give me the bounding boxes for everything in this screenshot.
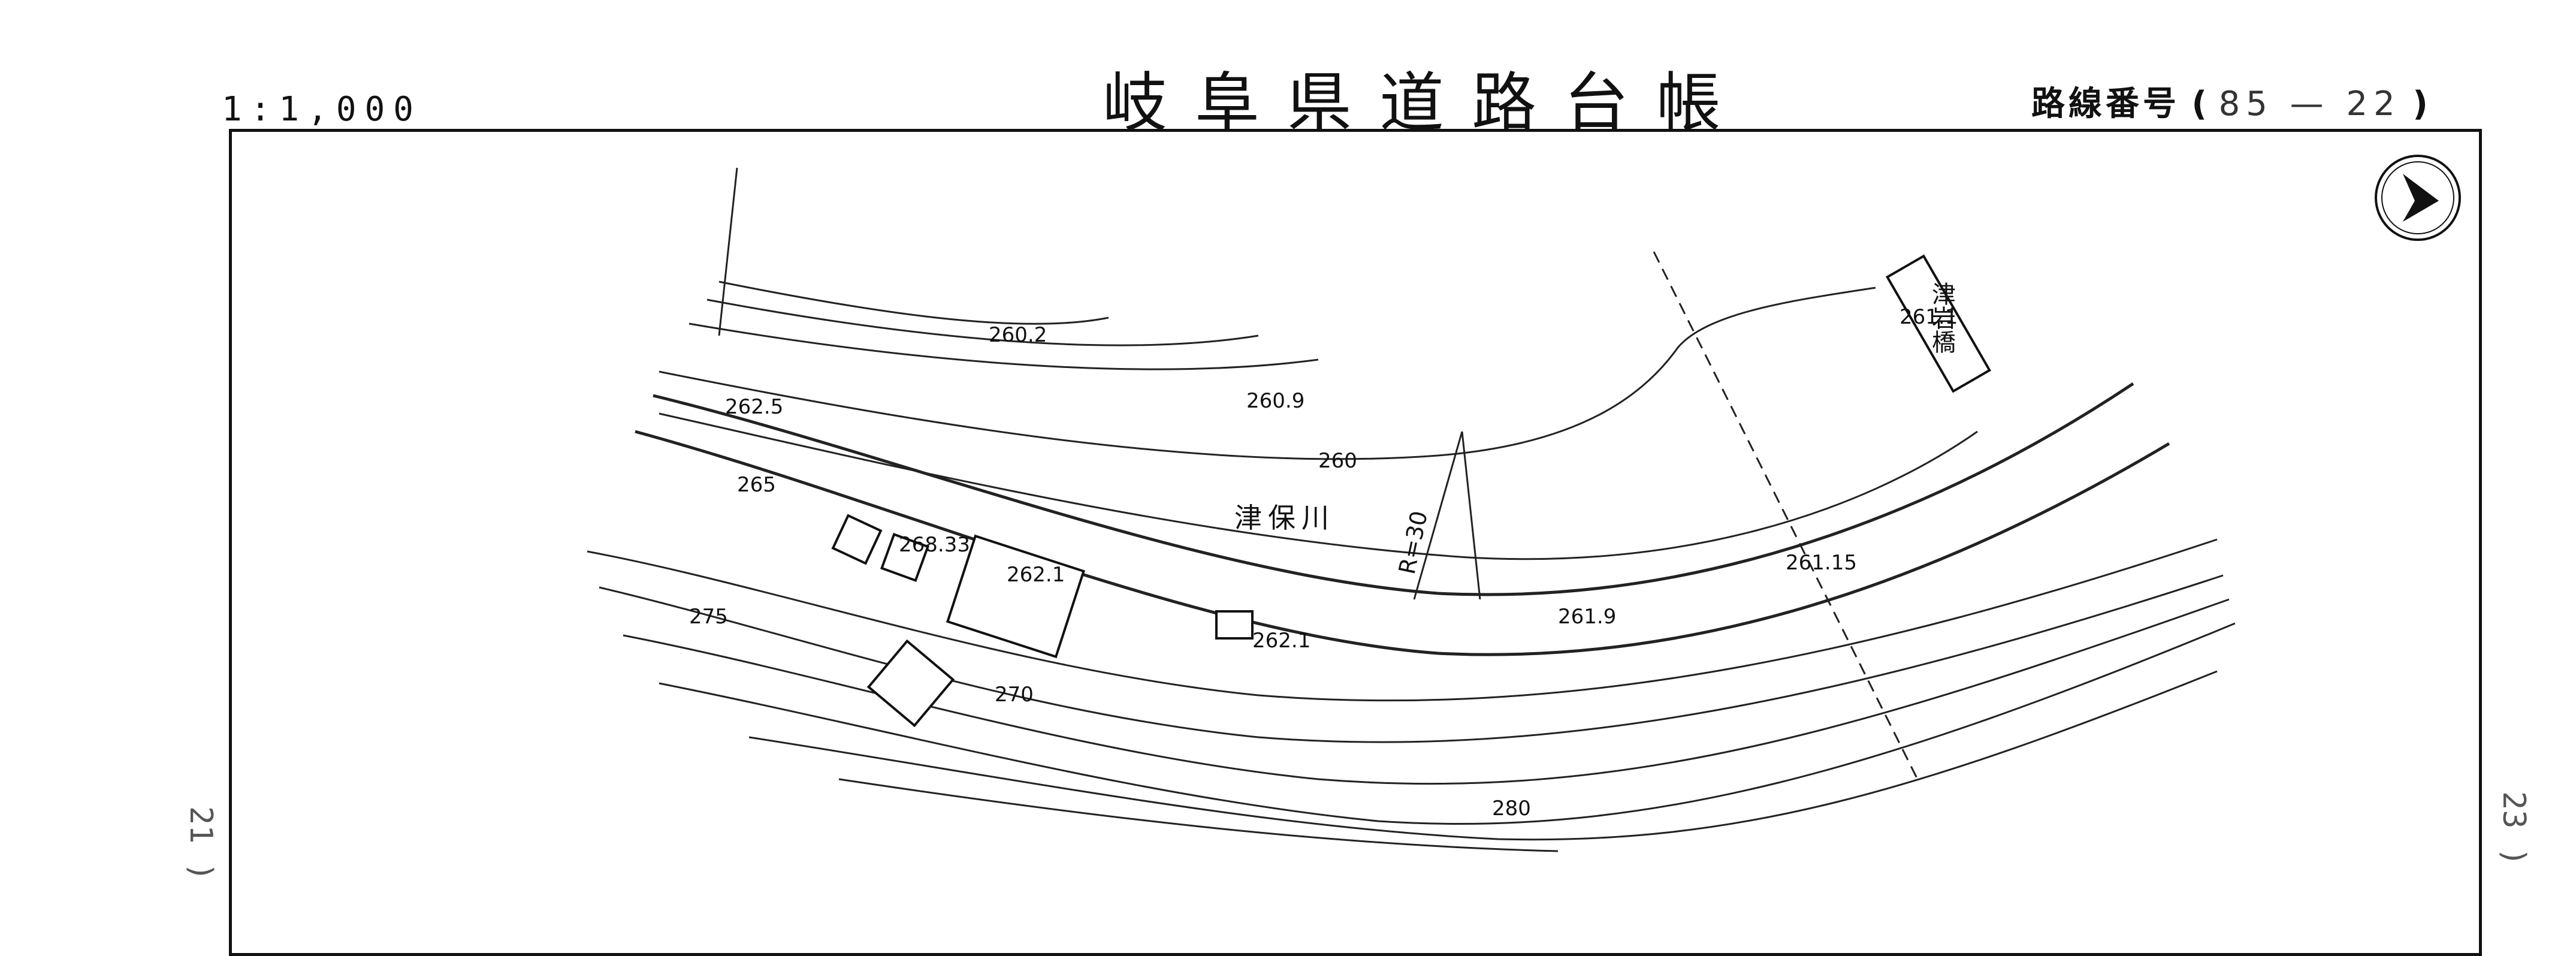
contour-label: 265	[737, 473, 776, 497]
contour-label: 280	[1492, 797, 1531, 821]
route-close-paren: )	[2412, 85, 2428, 123]
curve-radius-label: R=30	[1394, 508, 1433, 576]
elevation-label: 260.9	[1246, 389, 1304, 413]
building-main	[946, 534, 1086, 659]
bridge-structure	[1885, 254, 1992, 393]
building-small-4	[866, 639, 955, 728]
route-number-value: 85 — 22	[2218, 85, 2401, 123]
elevation-label: 262.1	[1252, 629, 1310, 653]
building-small-3	[1215, 610, 1254, 640]
route-number: 路線番号 ( 85 — 22 )	[2031, 77, 2428, 125]
river-bank-south	[659, 412, 1978, 560]
river-bank-north	[659, 287, 1876, 460]
adjacent-sheet-right: 23 )	[2496, 791, 2532, 867]
elevation-label: 268.33	[899, 533, 970, 557]
road-map-drawing[interactable]: 津保川 津岩橋 R=30 260 265 270 275 280 260.2 2…	[232, 132, 2479, 941]
north-arrow-icon	[2375, 155, 2461, 241]
road-edge-south	[635, 430, 2170, 656]
map-scale: 1:1,000	[222, 90, 422, 129]
river-label: 津保川	[1234, 502, 1335, 534]
elevation-label: 261.15	[1786, 551, 1857, 575]
contour-label: 260	[1318, 449, 1357, 473]
elevation-label: 261.1	[1899, 305, 1958, 329]
building-small-1	[880, 532, 930, 583]
adjacent-sheet-left: 21 )	[183, 806, 219, 882]
bridge-label: 津岩橋	[1928, 282, 1955, 354]
building-small-2	[831, 514, 883, 565]
road-edge-north	[653, 382, 2134, 596]
page-title: 岐阜県道路台帳	[1103, 66, 1749, 141]
contour-label: 270	[995, 683, 1034, 707]
route-label: 路線番号	[2031, 85, 2180, 123]
route-open-paren: (	[2191, 85, 2207, 123]
elevation-label: 261.9	[1558, 605, 1616, 629]
elevation-label: 262.1	[1007, 563, 1065, 587]
elevation-label: 262.5	[725, 395, 783, 419]
contour-label: 275	[689, 605, 728, 629]
elevation-label: 260.2	[989, 323, 1047, 347]
